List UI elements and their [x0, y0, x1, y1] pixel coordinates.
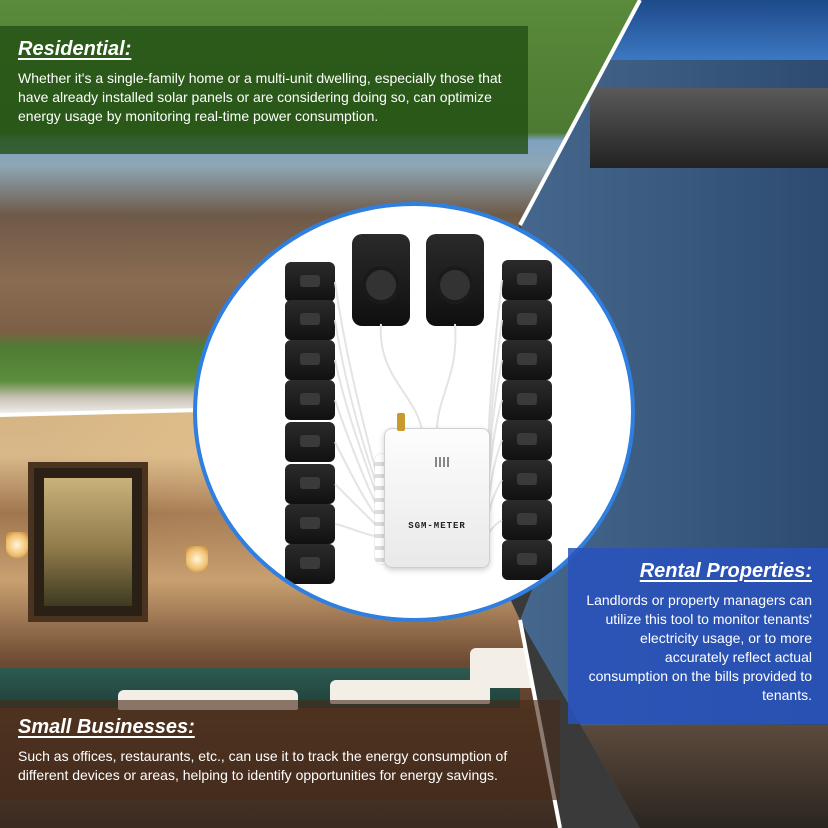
- ct-sensor: [502, 420, 552, 460]
- ct-sensor: [502, 540, 552, 580]
- ct-sensor: [285, 262, 335, 302]
- small-business-caption: Small Businesses: Such as offices, resta…: [0, 700, 560, 800]
- ct-sensor: [502, 460, 552, 500]
- antenna: [397, 413, 405, 431]
- ct-sensor: [285, 340, 335, 380]
- ct-sensor: [285, 504, 335, 544]
- ct-sensor: [502, 300, 552, 340]
- rental-caption: Rental Properties: Landlords or property…: [568, 548, 828, 724]
- ct-sensor: [502, 500, 552, 540]
- sensor-cables: [334, 279, 503, 537]
- small-business-heading: Small Businesses:: [18, 716, 195, 738]
- ct-sensor: [285, 422, 335, 462]
- residential-caption: Residential: Whether it's a single-famil…: [0, 26, 528, 154]
- energy-meter-device: SGM-METER: [384, 413, 490, 568]
- wall-sconce: [186, 546, 208, 572]
- product-image-circle: SGM-METER: [193, 202, 635, 622]
- ct-sensor: [285, 544, 335, 584]
- residential-description: Whether it's a single-family home or a m…: [18, 70, 502, 124]
- large-ct-clamp: [352, 234, 410, 326]
- ct-sensor: [502, 340, 552, 380]
- building-entrance: [560, 725, 828, 828]
- large-ct-clamp: [426, 234, 484, 326]
- speaker-grille: [435, 457, 449, 467]
- ct-sensor: [502, 260, 552, 300]
- ct-sensor: [285, 464, 335, 504]
- rental-description: Landlords or property managers can utili…: [586, 592, 812, 703]
- wall-painting: [28, 462, 148, 622]
- wall-sconce: [6, 532, 28, 558]
- building-canopy: [590, 88, 828, 168]
- ct-sensor: [285, 380, 335, 420]
- small-business-description: Such as offices, restaurants, etc., can …: [18, 748, 508, 783]
- device-label: SGM-METER: [408, 521, 466, 531]
- dining-table: [470, 648, 550, 688]
- rental-heading: Rental Properties:: [639, 560, 812, 582]
- residential-heading: Residential:: [18, 38, 132, 60]
- ct-sensor: [502, 380, 552, 420]
- ct-sensor: [285, 300, 335, 340]
